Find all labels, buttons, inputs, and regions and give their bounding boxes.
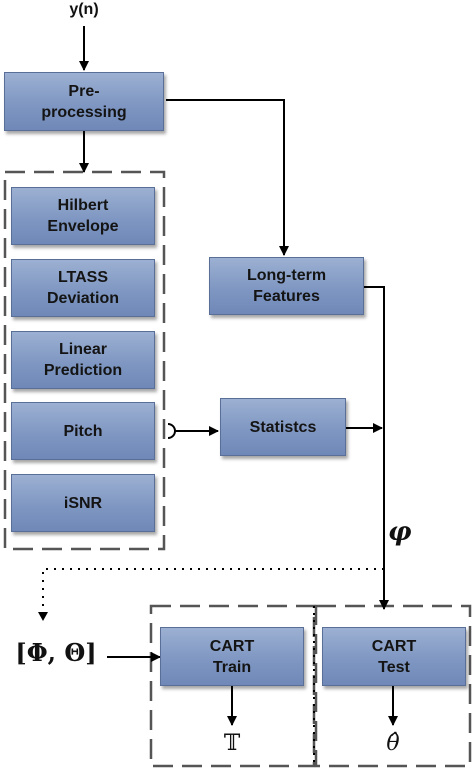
statistics-box: Statistcs (220, 398, 346, 456)
line-long-term-to-phi (364, 286, 385, 430)
preprocessing-box: Pre- processing (4, 72, 164, 131)
cart-train-group-border (149, 604, 316, 768)
dotted-feedback-line (42, 568, 384, 620)
isnr-box: iSNR (11, 474, 155, 532)
ltass-deviation-box: LTASS Deviation (11, 259, 155, 317)
cart-test-box: CART Test (322, 627, 466, 686)
parameter-set-label: [Φ, Θ] (15, 638, 97, 667)
input-signal-label: y(n) (69, 1, 99, 18)
feature-group-border (3, 170, 166, 551)
arrow-pitch-to-statistics (167, 424, 218, 438)
long-term-features-box: Long-term Features (209, 257, 364, 315)
dotted-feedback-arrowhead (38, 612, 48, 621)
cart-test-output-symbol: θ̂ (386, 731, 400, 756)
phi-symbol: φ (388, 517, 412, 547)
pitch-box: Pitch (11, 402, 155, 460)
cart-train-box: CART Train (160, 627, 304, 686)
hilbert-envelope-box: Hilbert Envelope (11, 187, 155, 245)
cart-train-output-symbol: 𝕋 (223, 731, 241, 756)
cart-test-group-border (314, 604, 472, 768)
arrow-preprocessing-to-long-term (166, 99, 289, 256)
linear-prediction-box: Linear Prediction (11, 331, 155, 389)
